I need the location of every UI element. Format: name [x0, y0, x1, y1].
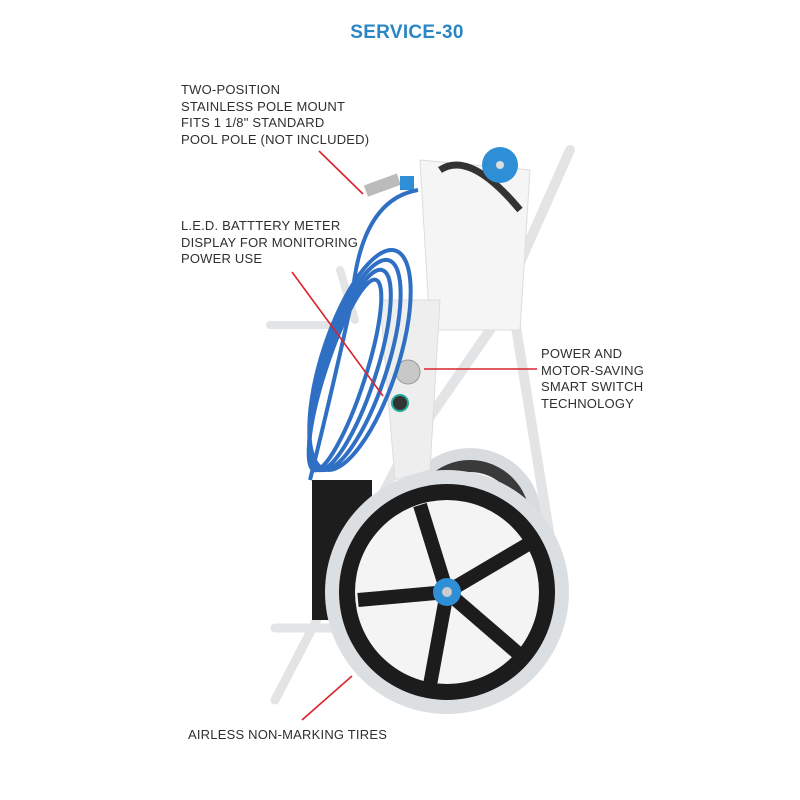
- hose-coil: [306, 188, 419, 481]
- callout-line: AIRLESS NON-MARKING TIRES: [188, 727, 388, 742]
- callout-line: DISPLAY FOR MONITORING: [181, 234, 359, 250]
- callout-line: POWER AND: [541, 346, 623, 361]
- callout-smart-switch: POWER AND MOTOR-SAVING SMART SWITCH TECH…: [541, 346, 644, 412]
- callout-line: MOTOR-SAVING: [541, 362, 645, 378]
- leader-tires: [301, 675, 353, 721]
- callout-tires: AIRLESS NON-MARKING TIRES: [188, 727, 387, 744]
- callout-pole-mount: TWO-POSITION STAINLESS POLE MOUNT FITS 1…: [181, 82, 369, 148]
- pole-mount: [363, 173, 414, 197]
- leader-pole-mount: [318, 150, 364, 195]
- leader-battery-meter: [291, 271, 384, 397]
- callout-line: FITS 1 1/8" STANDARD: [181, 115, 325, 130]
- callout-line: POWER USE: [181, 251, 263, 266]
- motor-housing: [379, 147, 531, 481]
- front-wheel: [325, 470, 569, 714]
- callout-line: L.E.D. BATTTERY METER: [181, 218, 341, 233]
- callout-line: POOL POLE (NOT INCLUDED): [181, 131, 370, 147]
- callout-line: TWO-POSITION: [181, 82, 281, 97]
- callout-battery-meter: L.E.D. BATTTERY METER DISPLAY FOR MONITO…: [181, 218, 358, 268]
- callout-line: TECHNOLOGY: [541, 395, 635, 411]
- callout-line: STAINLESS POLE MOUNT: [181, 98, 346, 114]
- product-title: SERVICE-30: [350, 22, 464, 43]
- leader-lines: [291, 150, 537, 721]
- callout-line: SMART SWITCH: [541, 379, 644, 394]
